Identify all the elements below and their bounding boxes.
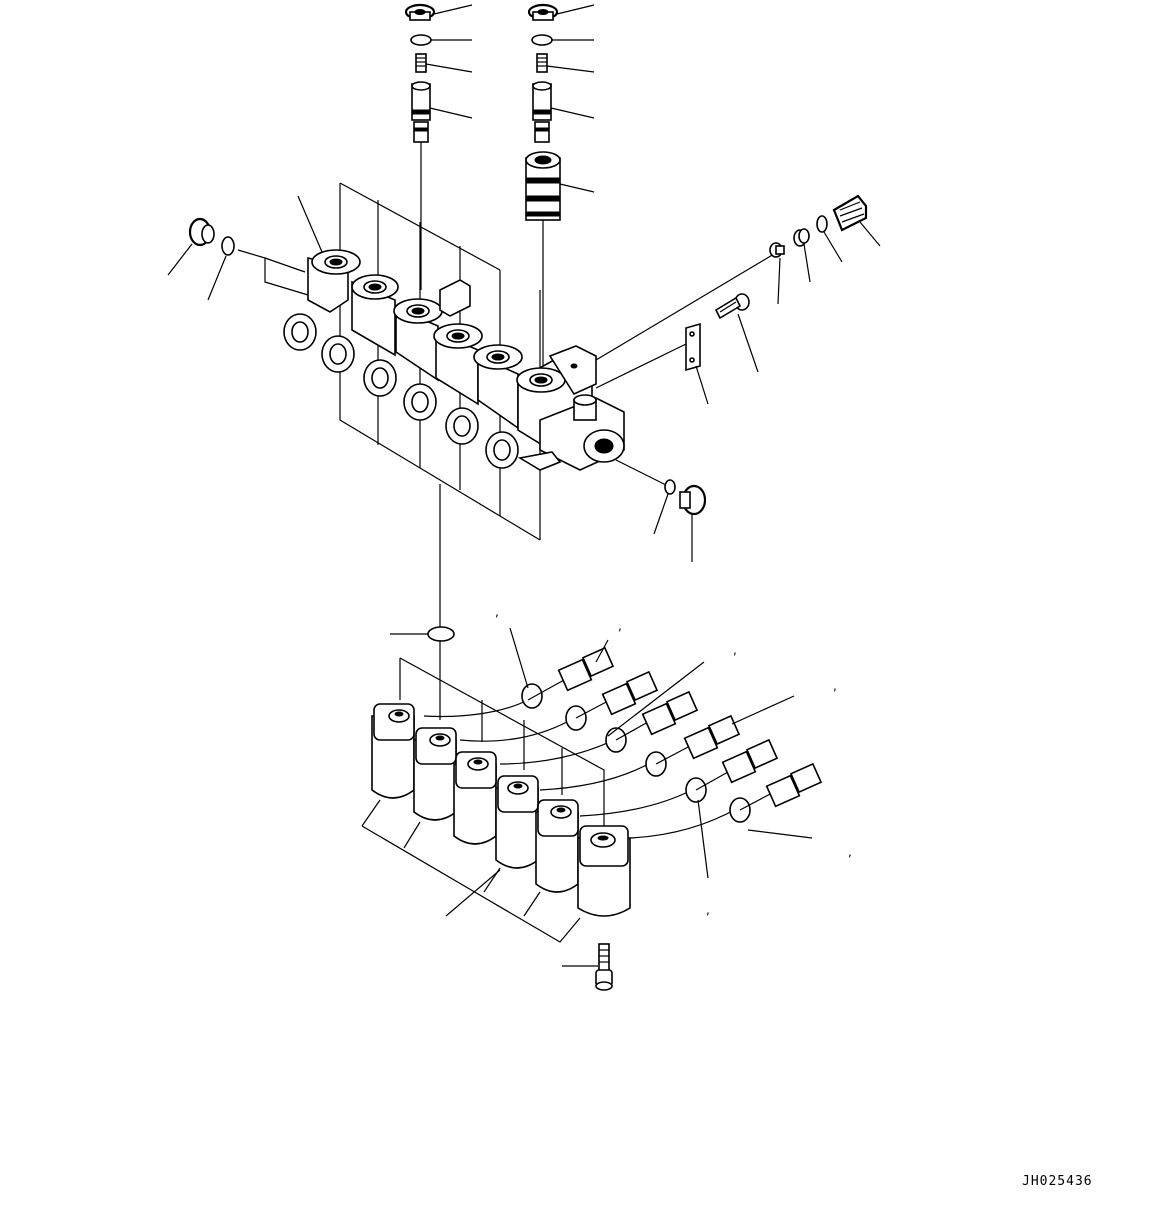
plate-icon	[685, 322, 701, 372]
connector-5	[685, 738, 779, 803]
solenoid-3	[453, 751, 497, 845]
o-ring-icon	[427, 626, 455, 642]
solenoid-2	[413, 727, 457, 821]
solenoid-5	[535, 799, 579, 893]
svg-text:,: ,	[733, 643, 737, 657]
solenoid-group	[361, 640, 631, 943]
o-ring-icon	[410, 34, 432, 46]
spring-icon	[536, 53, 548, 73]
svg-text:,: ,	[495, 605, 499, 619]
spring-icon	[793, 228, 810, 247]
svg-text:,: ,	[706, 903, 710, 917]
spool-icon	[532, 81, 552, 143]
connector-2	[565, 670, 659, 731]
drawing-reference-code: JH025436	[1022, 1174, 1093, 1189]
o-ring-icon	[664, 479, 676, 495]
spring-icon	[415, 53, 427, 73]
plug-icon	[679, 484, 707, 516]
ball-check-icon	[769, 242, 785, 258]
solenoid-6	[577, 825, 631, 917]
plug-icon	[832, 194, 868, 232]
solenoid-4	[495, 775, 539, 869]
sleeve-icon	[525, 151, 561, 221]
plug-icon	[188, 217, 215, 247]
plug-icon	[404, 3, 436, 21]
connector-group	[423, 627, 823, 879]
connector-3	[605, 690, 699, 753]
o-ring-icon	[221, 236, 235, 256]
svg-text:,: ,	[618, 619, 622, 633]
plug-icon	[527, 3, 559, 21]
o-ring-icon	[816, 215, 828, 233]
o-ring-icon	[531, 34, 553, 46]
solenoid-1	[371, 703, 415, 799]
connector-6	[729, 762, 823, 823]
svg-text:,: ,	[848, 845, 852, 859]
bolt-icon	[714, 293, 750, 320]
spool-icon	[411, 81, 431, 143]
svg-text:,: ,	[833, 679, 837, 693]
bolt-icon	[595, 943, 613, 991]
valve-body-icon	[283, 182, 625, 630]
connector-1	[521, 646, 615, 709]
connector-4	[645, 714, 741, 777]
